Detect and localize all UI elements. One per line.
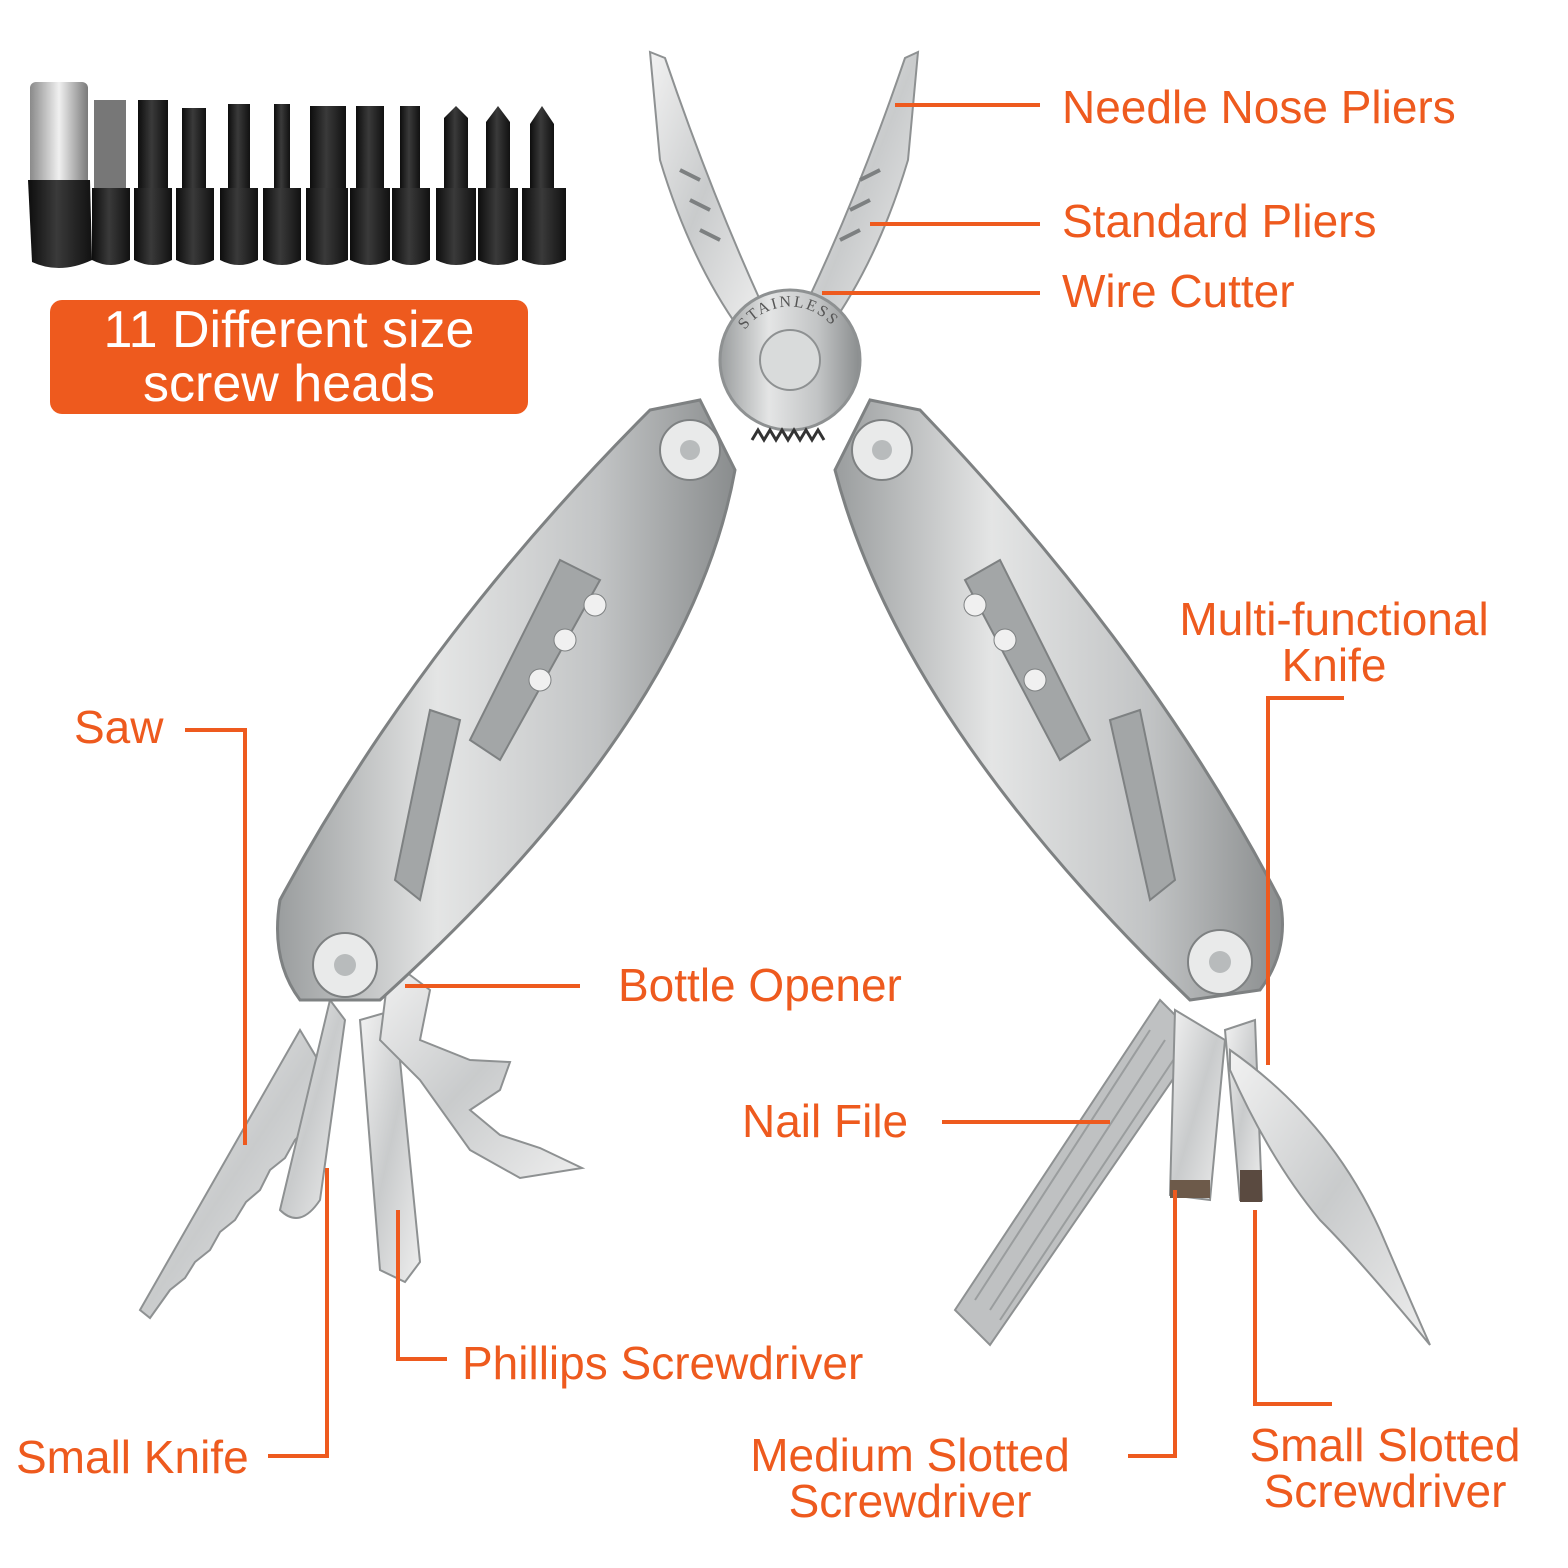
screw-bit-set [28,82,566,269]
handle-screws [312,419,1253,998]
bottle-opener-label: Bottle Opener [618,959,902,1011]
pivot: STAINLESS [718,288,862,432]
nail-file-label: Nail File [742,1095,909,1147]
screwdriver-bit-icon [263,104,301,265]
screwdriver-bit-icon [436,106,476,265]
saw-label: Saw [74,701,164,753]
medium-slotted-callout [1128,1190,1177,1458]
phillips-callout [396,1210,447,1361]
medium-slotted-line-2: Screwdriver [788,1475,1032,1527]
multi-knife-line-1: Multi-functional [1179,593,1489,645]
screwdriver-bit-icon [392,106,430,265]
screwdriver-bit-icon [306,106,348,265]
spring [750,427,826,443]
multi-functional-knife-label: Multi-functional Knife [1176,596,1492,688]
small-slotted-line-1: Small Slotted [1249,1419,1521,1471]
small-slotted-callout [1253,1210,1332,1406]
bottle-opener-blade [378,958,586,1180]
small-knife-blade [278,997,347,1219]
small-slotted-screwdriver-label: Small Slotted Screwdriver [1244,1422,1526,1514]
right-handle [833,398,1284,1002]
nail-file-blade [953,998,1202,1347]
screwdriver-bit-icon [134,100,172,265]
screwdriver-bit-icon [92,100,130,265]
left-handle [276,398,737,1002]
wire-cutter-label: Wire Cutter [1062,265,1295,317]
screw-heads-badge: 11 Different size screw heads [50,300,528,414]
screwdriver-bit-icon [350,106,390,265]
plier-jaws [648,50,920,332]
multi-knife-callout [1266,696,1344,1065]
small-knife-label: Small Knife [16,1431,249,1483]
medium-slotted-line-1: Medium Slotted [750,1429,1070,1481]
needle-nose-pliers-label: Needle Nose Pliers [1062,81,1456,133]
medium-slotted-screwdriver-label: Medium Slotted Screwdriver [742,1432,1078,1524]
phillips-screwdriver-label: Phillips Screwdriver [462,1337,864,1389]
badge-line-2: screw heads [143,355,435,413]
callout-lines [185,103,1344,1458]
screwdriver-bit-icon [220,104,258,265]
medium-slotted-screwdriver-blade [1168,1008,1227,1202]
screwdriver-bit-icon [478,106,518,265]
small-knife-callout [268,1168,329,1458]
small-slotted-line-2: Screwdriver [1263,1465,1507,1517]
multi-knife-line-2: Knife [1281,639,1387,691]
screwdriver-bit-icon [522,106,566,265]
multi-functional-knife-blade [1229,1048,1431,1346]
badge-line-1: 11 Different size [103,301,475,359]
saw-callout [185,728,247,1145]
standard-pliers-label: Standard Pliers [1062,195,1377,247]
screwdriver-bit-icon [176,108,214,265]
bit-holder-icon [28,82,92,269]
